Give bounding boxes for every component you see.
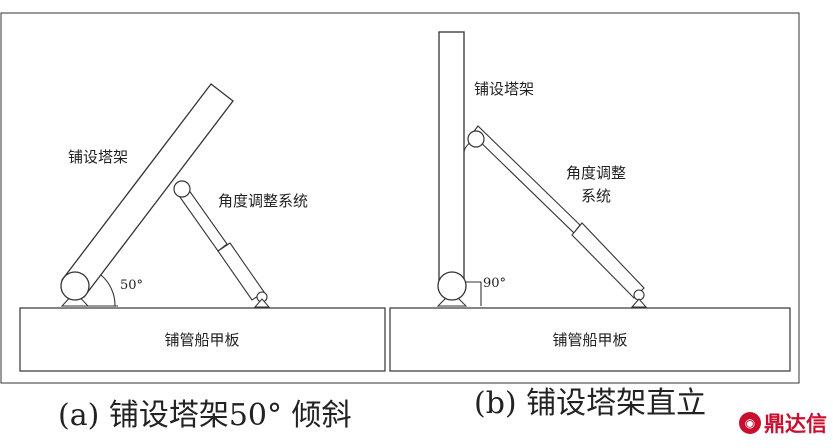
panel-a: 铺管船甲板 50° 铺设塔架 角度调整系统 [19, 83, 386, 372]
panel-b: 铺管船甲板 90° 铺设塔架 角度调整 系统 [389, 31, 791, 372]
angle-label-b: 90° [483, 276, 506, 291]
cylinder-top-pin-b [467, 130, 485, 148]
system-label-b-line1: 角度调整 [566, 164, 626, 182]
cylinder-top-pin-a [173, 180, 191, 198]
cylinder-support-b [630, 298, 648, 308]
watermark: ◉ 鼎达信 [739, 408, 827, 438]
tower-label-a: 铺设塔架 [68, 148, 128, 166]
angle-label-a: 50° [120, 278, 143, 293]
pivot-a [60, 271, 90, 301]
pivot-b [437, 271, 467, 301]
caption-b: (b) 铺设塔架直立 [474, 386, 707, 421]
angle-arc-a [100, 274, 116, 307]
cylinder-barrel-a [217, 242, 265, 301]
deck-b [389, 307, 791, 372]
deck-label-a: 铺管船甲板 [164, 331, 239, 349]
cylinder-barrel-b [571, 222, 645, 299]
system-label-b-line2: 系统 [581, 187, 611, 205]
figure-frame [0, 12, 800, 384]
deck-label-b: 铺管船甲板 [552, 331, 627, 349]
tower-label-b: 铺设塔架 [474, 80, 534, 98]
deck-a [19, 307, 386, 372]
tower-a [61, 83, 234, 298]
cylinder-support-a [253, 298, 271, 308]
caption-a: (a) 铺设塔架50° 倾斜 [58, 398, 352, 433]
system-label-a: 角度调整系统 [218, 192, 308, 210]
cylinder-rod-b [471, 125, 581, 234]
watermark-text: 鼎达信 [764, 412, 827, 436]
right-angle-marker-b [466, 281, 482, 306]
tower-b [438, 31, 465, 285]
logo-seal-icon: ◉ [739, 412, 761, 434]
